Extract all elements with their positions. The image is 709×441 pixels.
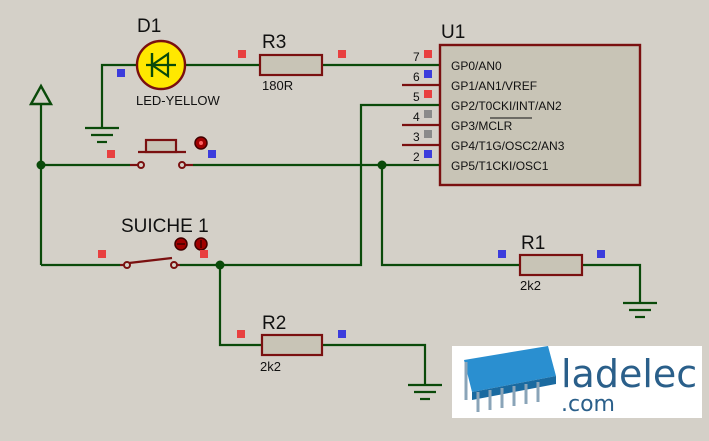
junction-dot: [36, 160, 46, 170]
toggle-switch: [120, 237, 208, 269]
resistor-r3: [258, 53, 324, 77]
wire-gp5-r1: [380, 165, 520, 267]
ground-r2: [408, 383, 442, 401]
pin-number: 4: [413, 110, 420, 124]
pin-name: GP5/T1CKI/OSC1: [451, 159, 549, 173]
pin-name: GP1/AN1/VREF: [451, 79, 537, 93]
logo-subtext: .com: [561, 392, 615, 417]
pin-number: 6: [413, 70, 420, 84]
r2-value: 2k2: [260, 359, 281, 374]
r2-ref: R2: [262, 313, 286, 334]
push-button: [130, 136, 208, 169]
wire-d1-ground: [100, 63, 137, 128]
chip-logo-icon: [464, 346, 556, 412]
wire-switch-r2: [218, 265, 262, 347]
pin-name: GP4/T1G/OSC2/AN3: [451, 139, 565, 153]
u1-ref: U1: [441, 22, 465, 43]
r3-ref: R3: [262, 32, 286, 53]
ic-u1-body: [438, 43, 642, 187]
pin-number: 2: [413, 150, 420, 164]
logo-text: ladelec: [561, 352, 697, 396]
d1-ref: D1: [137, 16, 161, 37]
pin-name: GP3/MCLR: [451, 119, 513, 133]
power-arrow-icon: [28, 83, 54, 106]
led-d1: [135, 39, 187, 91]
resistor-r1: [518, 253, 584, 277]
resistor-r2: [260, 333, 324, 357]
ground-d1: [85, 126, 119, 144]
pin-number: 5: [413, 90, 420, 104]
pin-number: 3: [413, 130, 420, 144]
switch-ref: SUICHE 1: [121, 216, 209, 237]
ground-r1: [623, 301, 657, 319]
r1-ref: R1: [521, 233, 545, 254]
wire-r1-ground: [582, 263, 642, 303]
wire-switch-gp2: [180, 103, 440, 267]
r1-value: 2k2: [520, 278, 541, 293]
junction-dot: [215, 260, 225, 270]
d1-value: LED-YELLOW: [136, 93, 221, 108]
ladelec-logo: ladelec .com: [452, 346, 702, 418]
junction-dot: [377, 160, 387, 170]
pin-number: 7: [413, 50, 420, 64]
wires: [39, 63, 642, 385]
pin-state-markers: [98, 50, 605, 338]
power-terminal: [28, 83, 54, 106]
pin-name: GP2/T0CKI/INT/AN2: [451, 99, 562, 113]
pin-name: GP0/AN0: [451, 59, 502, 73]
wire-r2-ground: [322, 343, 427, 385]
r3-value: 180R: [262, 78, 293, 93]
junctions: [36, 160, 387, 270]
